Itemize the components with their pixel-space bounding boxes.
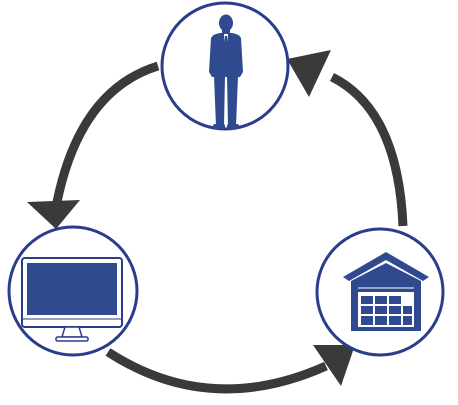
arrow-warehouse-to-person xyxy=(287,50,408,227)
arrowhead xyxy=(313,345,355,386)
node-warehouse xyxy=(315,227,445,357)
arrow-shaft xyxy=(52,61,160,203)
computer-monitor-icon xyxy=(21,257,123,342)
warehouse-icon xyxy=(343,252,429,331)
arrow-person-to-computer xyxy=(27,61,160,229)
arrow-shaft xyxy=(105,348,328,394)
arrow-computer-to-warehouse xyxy=(105,345,355,394)
businessman-icon xyxy=(209,14,243,129)
arrowhead xyxy=(27,200,80,229)
node-person xyxy=(160,1,290,131)
node-computer xyxy=(7,225,139,357)
arrows xyxy=(27,50,408,394)
arrowhead xyxy=(287,50,331,97)
arrow-shaft xyxy=(329,72,408,227)
